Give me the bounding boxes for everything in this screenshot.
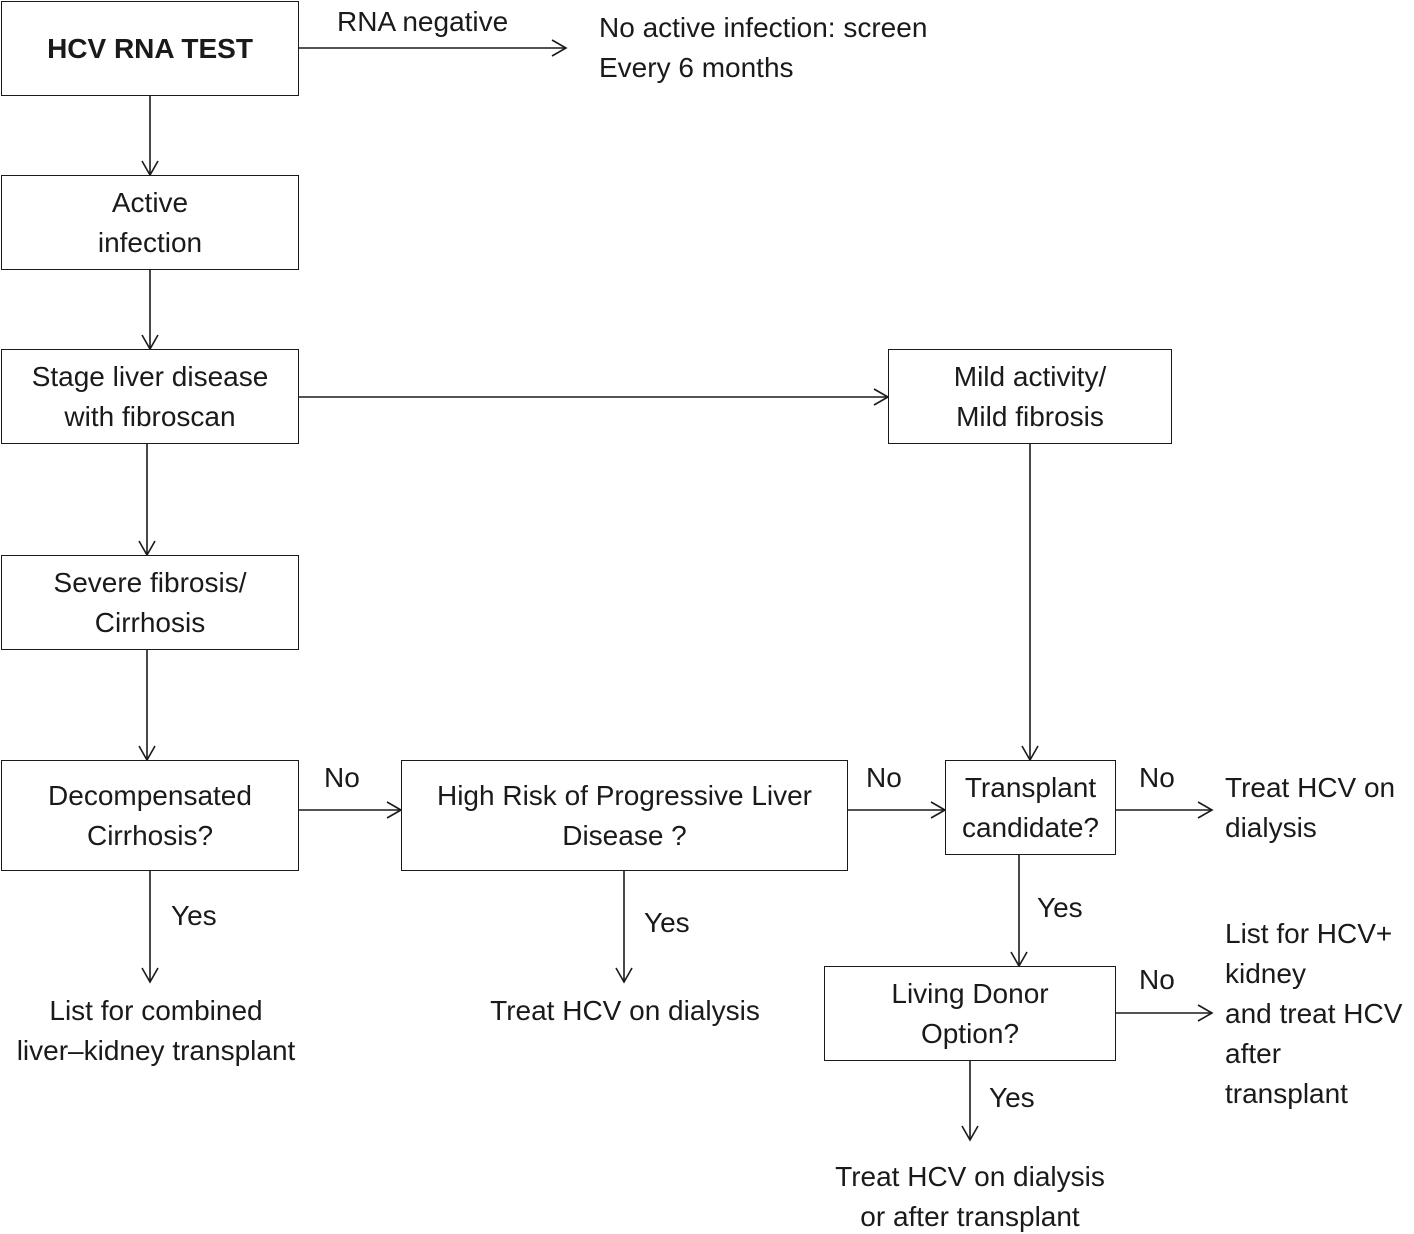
outcome-no-active-line-2: Every 6 months <box>599 52 794 83</box>
node-stage-liver-line-1: Stage liver disease <box>31 360 269 392</box>
node-high-risk: High Risk of Progressive Liver Disease ? <box>401 760 848 871</box>
outcome-list-combined: List for combined liver–kidney transplan… <box>0 991 312 1071</box>
outcome-list-hcv-line-2: kidney <box>1225 958 1306 989</box>
edge-label-no-living-donor: No <box>1139 964 1175 995</box>
outcome-list-combined-line-2: liver–kidney transplant <box>16 1035 296 1066</box>
outcome-list-hcv-line-4: after <box>1225 1038 1282 1069</box>
outcome-no-active-infection: No active infection: screen Every 6 mont… <box>599 8 927 88</box>
node-mild-activity-line-1: Mild activity/ <box>953 360 1107 392</box>
node-transplant-candidate-line-2: candidate? <box>961 811 1099 843</box>
edge-label-yes-decomp: Yes <box>171 900 217 931</box>
outcome-treat-or-after-line-1: Treat HCV on dialysis <box>835 1161 1105 1192</box>
node-living-donor: Living Donor Option? <box>824 966 1116 1061</box>
edge-label-yes-living-donor: Yes <box>989 1082 1035 1113</box>
node-active-infection-line-2: infection <box>97 226 203 258</box>
outcome-list-combined-line-1: List for combined <box>49 995 263 1026</box>
outcome-list-hcv-line-3: and treat HCV <box>1225 998 1403 1029</box>
arrowhead-transplant-to-treat <box>1197 801 1214 819</box>
node-active-infection: Active infection <box>1 175 299 270</box>
edge-label-no-decomp: No <box>324 762 360 793</box>
edge-label-no-transplant: No <box>1139 762 1175 793</box>
node-high-risk-line-2: Disease ? <box>562 819 687 851</box>
outcome-treat-dialysis-right: Treat HCV on dialysis <box>1225 768 1395 848</box>
node-decompensated-cirrhosis: Decompensated Cirrhosis? <box>1 760 299 871</box>
arrowhead-living-to-treat <box>961 1125 979 1142</box>
outcome-list-hcv-kidney: List for HCV+ kidney and treat HCV after… <box>1225 914 1402 1114</box>
outcome-treat-dialysis-mid: Treat HCV on dialysis <box>470 991 780 1031</box>
node-living-donor-line-2: Option? <box>920 1017 1020 1049</box>
node-hcv-rna-test-label: HCV RNA TEST <box>47 32 253 64</box>
outcome-no-active-line-1: No active infection: screen <box>599 12 928 43</box>
node-stage-liver-line-2: with fibroscan <box>64 400 236 432</box>
node-active-infection-line-1: Active <box>111 186 189 218</box>
node-severe-fibrosis: Severe fibrosis/ Cirrhosis <box>1 555 299 650</box>
node-high-risk-line-1: High Risk of Progressive Liver <box>436 779 813 811</box>
outcome-treat-right-line-2: dialysis <box>1225 812 1317 843</box>
outcome-treat-right-line-1: Treat HCV on <box>1225 772 1396 803</box>
edge-label-rna-negative: RNA negative <box>337 6 509 37</box>
outcome-list-hcv-line-5: transplant <box>1225 1078 1348 1109</box>
node-hcv-rna-test: HCV RNA TEST <box>1 1 299 96</box>
edge-label-no-highrisk: No <box>866 762 902 793</box>
outcome-treat-or-after-line-2: or after transplant <box>860 1201 1080 1232</box>
node-decompensated-line-2: Cirrhosis? <box>86 819 214 851</box>
node-mild-activity: Mild activity/ Mild fibrosis <box>888 349 1172 444</box>
outcome-treat-dialysis-or-after: Treat HCV on dialysis or after transplan… <box>805 1157 1135 1234</box>
node-severe-fibrosis-line-1: Severe fibrosis/ <box>53 566 247 598</box>
node-mild-activity-line-2: Mild fibrosis <box>956 400 1104 432</box>
node-stage-liver-disease: Stage liver disease with fibroscan <box>1 349 299 444</box>
node-transplant-candidate: Transplant candidate? <box>945 760 1116 855</box>
outcome-list-hcv-line-1: List for HCV+ <box>1225 918 1393 949</box>
node-severe-fibrosis-line-2: Cirrhosis <box>94 606 206 638</box>
node-living-donor-line-1: Living Donor <box>891 977 1049 1009</box>
node-decompensated-line-1: Decompensated <box>48 779 252 811</box>
edge-label-yes-highrisk: Yes <box>644 907 690 938</box>
edge-label-yes-transplant: Yes <box>1037 892 1083 923</box>
node-transplant-candidate-line-1: Transplant <box>964 771 1097 803</box>
outcome-treat-dialysis-mid-line: Treat HCV on dialysis <box>490 995 760 1026</box>
arrowhead-living-to-list <box>1197 1004 1214 1022</box>
arrowhead-rna-negative <box>551 39 568 57</box>
arrowhead-decomp-to-list <box>141 967 159 984</box>
arrowhead-highrisk-to-treat <box>615 967 633 984</box>
